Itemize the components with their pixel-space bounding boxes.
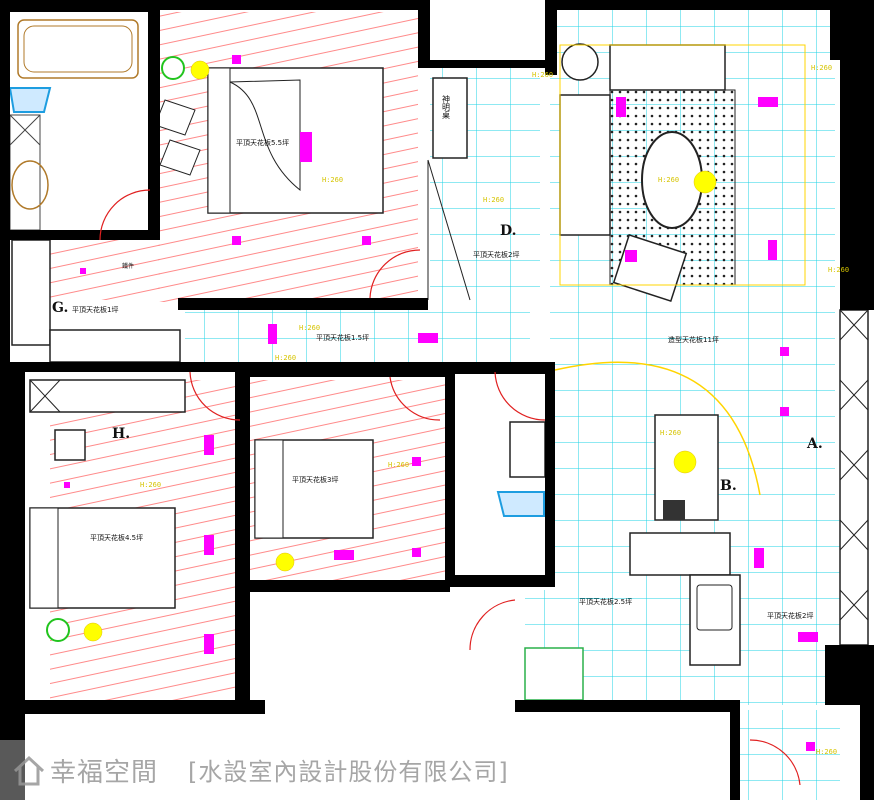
right-closet-x	[839, 309, 869, 621]
height-tag: H:260	[828, 266, 849, 274]
height-tag: H:260	[388, 461, 409, 469]
room-label-b: B.	[720, 478, 737, 494]
d-partition-diag	[427, 159, 471, 301]
right-closet	[839, 309, 869, 646]
corridor-floor	[185, 310, 530, 365]
bath2-toilet-icon	[496, 491, 545, 517]
counter-l	[629, 532, 731, 576]
closet-g2	[49, 329, 181, 363]
room-label-d: D.	[500, 223, 517, 239]
ceiling-lights	[83, 60, 717, 642]
height-tag: H:260	[660, 429, 681, 437]
closet-h-x2	[29, 379, 61, 413]
downlight-markers	[64, 55, 818, 751]
sofa-top	[609, 44, 726, 91]
doors	[99, 189, 801, 786]
watermark-brand: 幸福空間	[50, 758, 159, 788]
label-small-note: 鐵件	[122, 262, 134, 270]
cooktop	[663, 500, 685, 520]
master-bed-blanket	[229, 79, 301, 192]
ceiling-outline	[559, 44, 806, 286]
closet-h	[29, 379, 186, 413]
label-room3-ceiling: 平頂天花板3坪	[292, 475, 338, 484]
shower-x2	[9, 114, 41, 146]
walkway-g-floor	[50, 240, 160, 300]
height-tag: H:260	[816, 748, 837, 756]
label-shrine: 神明桌	[442, 94, 451, 120]
label-master-ceiling: 平頂天花板5.5坪	[236, 138, 289, 147]
house-logo-icon	[13, 755, 45, 786]
height-tag: H:260	[275, 354, 296, 362]
side-lamp	[561, 43, 599, 81]
room-label-g: G.	[52, 300, 68, 316]
height-tag: H:260	[658, 176, 679, 184]
bathtub	[17, 19, 139, 79]
fridge	[524, 647, 584, 701]
height-tag: H:260	[322, 176, 343, 184]
bed-h-headboard	[29, 507, 59, 609]
height-tag: H:260	[532, 71, 553, 79]
sofa-back	[559, 94, 611, 236]
height-tag: H:260	[811, 64, 832, 72]
balcony-floor	[740, 710, 840, 800]
kitchen-sink	[696, 584, 733, 631]
label-living-ceiling: 造型天花板11坪	[668, 335, 719, 344]
room-label-h: H.	[112, 426, 130, 442]
watermark-company: [水設室內設計股份有限公司]	[188, 758, 509, 786]
label-h-ceiling: 平頂天花板4.5坪	[90, 533, 143, 542]
height-tag: H:260	[483, 196, 504, 204]
label-kitchen-ceiling: 平頂天花板2.5坪	[579, 597, 632, 606]
master-bed	[207, 67, 384, 214]
washbasin	[11, 160, 49, 210]
closet-g	[11, 239, 51, 346]
toilet-icon	[8, 87, 52, 113]
dining-arc	[554, 361, 761, 496]
room-label-a: A.	[806, 436, 823, 452]
master-bed-headboard	[207, 67, 231, 214]
label-balcony-ceiling: 平頂天花板2坪	[767, 611, 813, 620]
height-tag: H:260	[140, 481, 161, 489]
bath2-sink	[509, 421, 546, 478]
label-d-ceiling: 平頂天花板2坪	[473, 250, 519, 259]
nightstand-lamp	[161, 56, 185, 80]
shrine-table	[432, 77, 468, 159]
label-g-ceiling: 平頂天花板1坪	[72, 305, 118, 314]
watermark-band	[0, 740, 720, 800]
bed-3-headboard	[254, 439, 284, 539]
nightstand-h	[46, 618, 70, 642]
height-tag: H:260	[299, 324, 320, 332]
desk-chair	[54, 429, 86, 461]
label-corridor-ceiling: 平頂天花板1.5坪	[316, 333, 369, 342]
bathtub-inner	[23, 25, 133, 73]
